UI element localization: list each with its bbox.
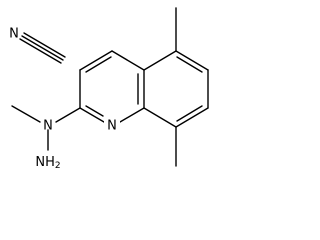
bond-c2-nhydrazine (55, 107, 81, 123)
atom-labels: N N N NH2 (9, 27, 120, 171)
nitrile-bond-2 (23, 32, 66, 58)
bond-c5-c6-inner (176, 56, 203, 73)
hydrazine-n-label: N (43, 119, 53, 134)
bond-c3-c4 (79, 50, 113, 71)
bond-n1-c2 (79, 107, 105, 123)
amino-label-text: NH2 (35, 155, 60, 171)
bonds (11, 7, 209, 167)
ring-n-label: N (107, 119, 117, 134)
bond-c8-c8a (143, 107, 177, 128)
nitrile-n-label: N (9, 27, 19, 42)
bond-c7-c8-inner (176, 105, 203, 122)
bond-c4-c4a (111, 50, 145, 71)
bond-c5-c6 (175, 50, 209, 71)
bond-c8a-n1 (119, 107, 145, 123)
bond-n1-c2-inner (85, 105, 104, 117)
bond-nhydrazine-methyl (11, 105, 41, 123)
nitrile-bond-3 (19, 38, 62, 64)
bond-c4a-c5 (143, 50, 177, 71)
bond-c7-c8 (175, 107, 209, 128)
bond-c3-c4-inner (85, 56, 112, 73)
nitrile-bond-1 (21, 35, 64, 61)
amino-label: NH2 (35, 155, 60, 171)
structure-diagram: N N N NH2 (9, 7, 209, 171)
